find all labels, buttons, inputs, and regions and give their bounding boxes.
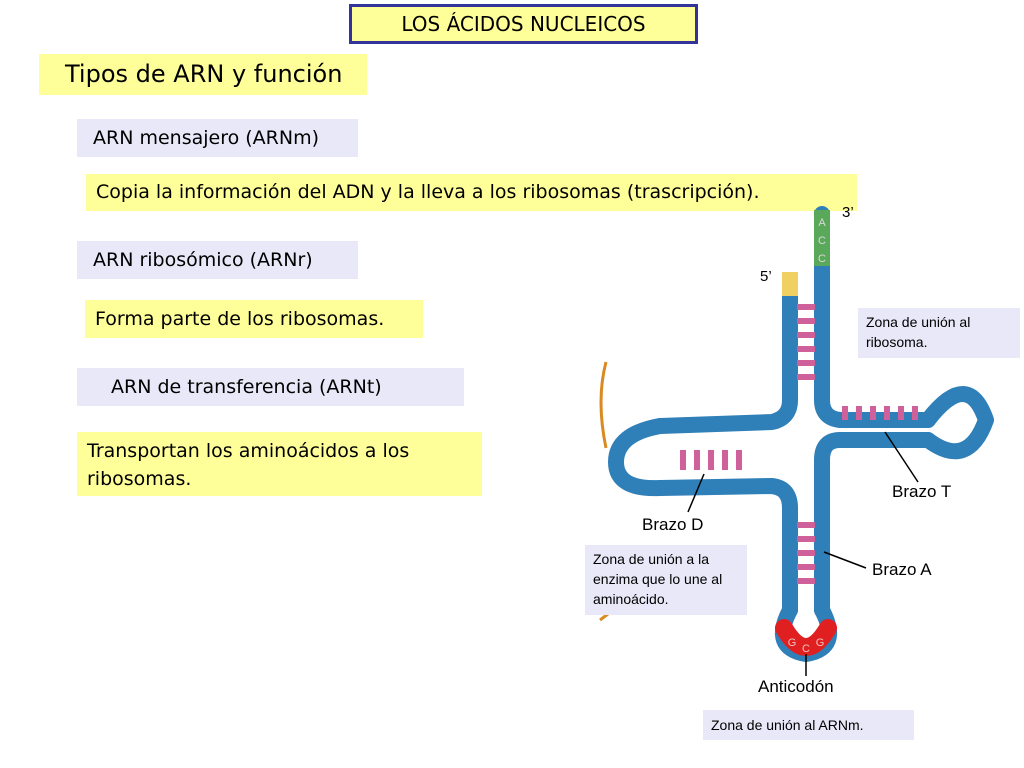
svg-text:G: G: [816, 637, 825, 649]
trna-function: Transportan los aminoácidos a los riboso…: [77, 432, 482, 496]
t-stem-base-pairs: [842, 406, 918, 420]
anticodon-stem-base-pairs: [797, 522, 815, 584]
arm-t-label: Brazo T: [892, 482, 952, 501]
anticodon-letters: G C G: [788, 637, 825, 655]
arm-a-leader: [823, 551, 867, 569]
acceptor-letters: A C C: [818, 217, 826, 265]
five-prime-end: [782, 272, 798, 296]
acceptor-end: [814, 210, 830, 266]
rrna-function: Forma parte de los ribosomas.: [85, 300, 423, 338]
arm-t-leader: [884, 431, 919, 483]
svg-text:C: C: [818, 253, 826, 265]
leader-lines: [687, 431, 919, 676]
anticodon-region: [775, 619, 837, 656]
acceptor-stem-base-pairs: [797, 304, 815, 380]
svg-text:A: A: [818, 217, 826, 229]
mrna-function: Copia la información del ADN y la lleva …: [86, 174, 857, 211]
orange-arc-fragment-lower: [599, 612, 609, 622]
d-stem-base-pairs: [680, 450, 742, 470]
ribosome-binding-note: Zona de unión al ribosoma.: [858, 308, 1020, 358]
svg-text:C: C: [802, 643, 810, 655]
five-prime-label: 5’: [760, 268, 772, 285]
section-subtitle: Tipos de ARN y función: [39, 54, 367, 95]
arm-a-label: Brazo A: [872, 560, 932, 579]
arm-d-label: Brazo D: [642, 515, 704, 534]
svg-text:C: C: [818, 235, 826, 247]
anticodon-label: Anticodón: [758, 677, 834, 696]
page-title: LOS ÁCIDOS NUCLEICOS: [349, 4, 698, 44]
svg-text:G: G: [788, 637, 797, 649]
rrna-heading: ARN ribosómico (ARNr): [77, 241, 358, 279]
mrna-binding-note: Zona de unión al ARNm.: [703, 710, 914, 740]
three-prime-label: 3’: [842, 204, 854, 221]
trna-heading: ARN de transferencia (ARNt): [77, 368, 464, 406]
arm-d-leader: [687, 473, 705, 513]
orange-arc-fragment: [599, 361, 608, 449]
mrna-heading: ARN mensajero (ARNm): [77, 119, 358, 157]
enzyme-binding-note: Zona de unión a la enzima que lo une al …: [585, 545, 747, 615]
